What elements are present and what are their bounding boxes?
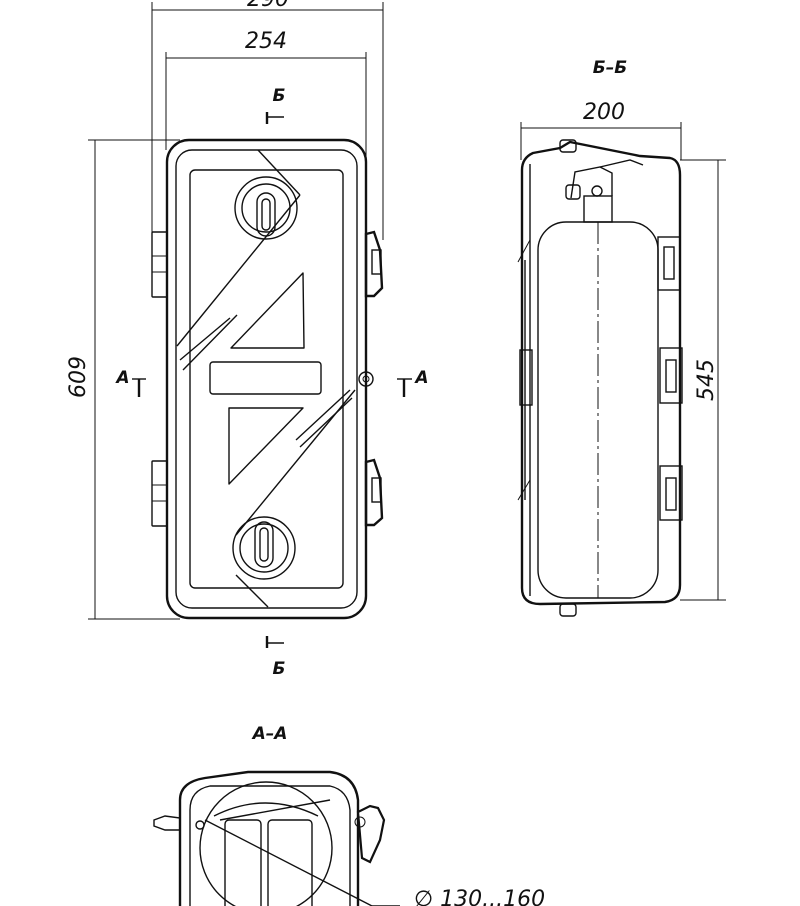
section-a-view: А–А ∅ 130...160 xyxy=(153,724,545,906)
dim-200-text: 200 xyxy=(583,100,625,125)
cabinet-section xyxy=(517,139,683,617)
cabinet-plan-section xyxy=(153,770,400,906)
section-a-title: А–А xyxy=(251,724,288,744)
cut-mark-b-bottom: Б xyxy=(265,636,286,679)
cut-mark-a-right: А xyxy=(397,368,429,397)
cabinet-front xyxy=(151,138,384,620)
section-b-title: Б–Б xyxy=(593,58,627,78)
dimension-overall-height: 609 xyxy=(66,139,180,620)
svg-text:А: А xyxy=(114,368,129,388)
cut-mark-a-left: А xyxy=(114,368,146,397)
dimension-section-width: 200 xyxy=(520,100,682,160)
front-view: 290 254 609 Б Б А xyxy=(66,0,429,679)
dim-545-text: 545 xyxy=(694,359,719,401)
svg-text:Б: Б xyxy=(273,86,286,106)
diameter-callout: ∅ 130...160 xyxy=(414,887,545,906)
diameter-text: ∅ 130...160 xyxy=(414,887,545,906)
svg-text:А: А xyxy=(413,368,428,388)
dim-290-text: 290 xyxy=(247,0,289,12)
dimension-overall-width: 290 xyxy=(151,0,384,240)
dim-609-text: 609 xyxy=(66,356,91,398)
dimension-inner-width: 254 xyxy=(165,29,367,240)
section-b-view: Б–Б 200 545 xyxy=(517,58,726,617)
dimension-section-height: 545 xyxy=(680,159,726,601)
cut-mark-b-top: Б xyxy=(265,86,286,124)
svg-text:Б: Б xyxy=(273,659,286,679)
dim-254-text: 254 xyxy=(245,29,287,54)
